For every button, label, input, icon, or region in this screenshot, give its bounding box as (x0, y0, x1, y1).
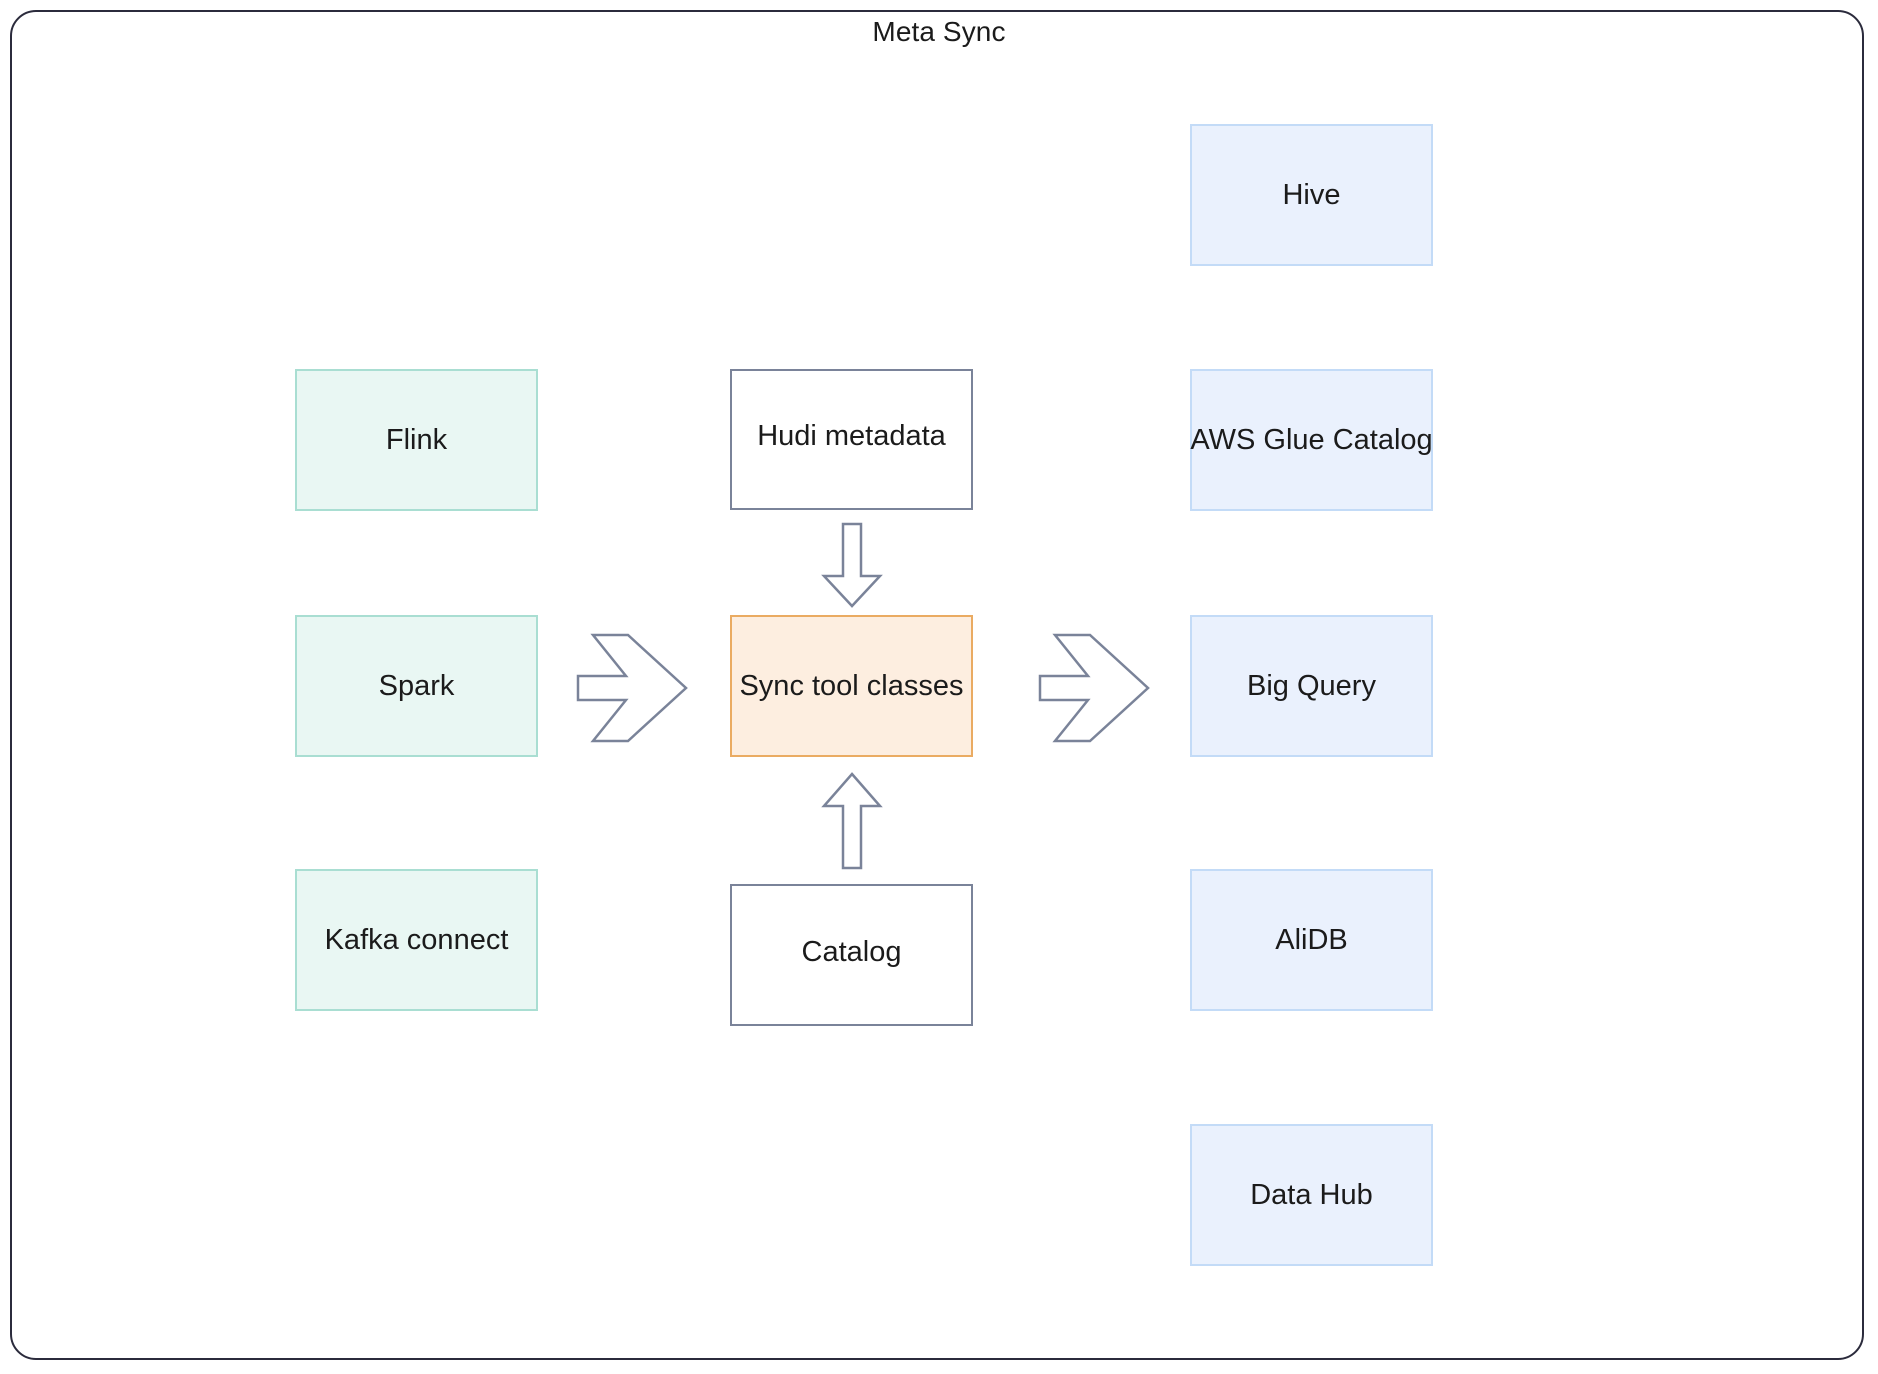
arrow-catalog-to-sync-icon (818, 770, 886, 872)
node-label: Sync tool classes (739, 669, 964, 702)
node-label: Big Query (1247, 669, 1376, 702)
node-catalog[interactable]: Catalog (730, 884, 973, 1026)
page-title: Meta Sync (872, 16, 1006, 47)
node-label: Catalog (801, 935, 902, 968)
node-aws-glue-catalog[interactable]: AWS Glue Catalog (1190, 369, 1433, 511)
node-label: Hudi metadata (757, 420, 946, 453)
node-sync-tool-classes[interactable]: Sync tool classes (730, 615, 973, 757)
node-label: Data Hub (1250, 1178, 1373, 1211)
arrow-sources-to-sync-icon (573, 630, 693, 746)
node-spark[interactable]: Spark (295, 615, 538, 757)
node-hive[interactable]: Hive (1190, 124, 1433, 266)
node-big-query[interactable]: Big Query (1190, 615, 1433, 757)
node-label: Hive (1282, 178, 1341, 211)
arrow-hudi-to-sync-icon (818, 520, 886, 610)
node-label: AWS Glue Catalog (1190, 423, 1433, 456)
node-flink[interactable]: Flink (295, 369, 538, 511)
node-hudi-metadata[interactable]: Hudi metadata (730, 369, 973, 510)
arrow-sync-to-targets-icon (1035, 630, 1155, 746)
node-data-hub[interactable]: Data Hub (1190, 1124, 1433, 1266)
node-label: Kafka connect (324, 923, 509, 956)
node-alidb[interactable]: AliDB (1190, 869, 1433, 1011)
node-label: Flink (385, 423, 448, 456)
node-label: Spark (378, 669, 455, 702)
node-kafka-connect[interactable]: Kafka connect (295, 869, 538, 1011)
node-label: AliDB (1275, 923, 1348, 956)
